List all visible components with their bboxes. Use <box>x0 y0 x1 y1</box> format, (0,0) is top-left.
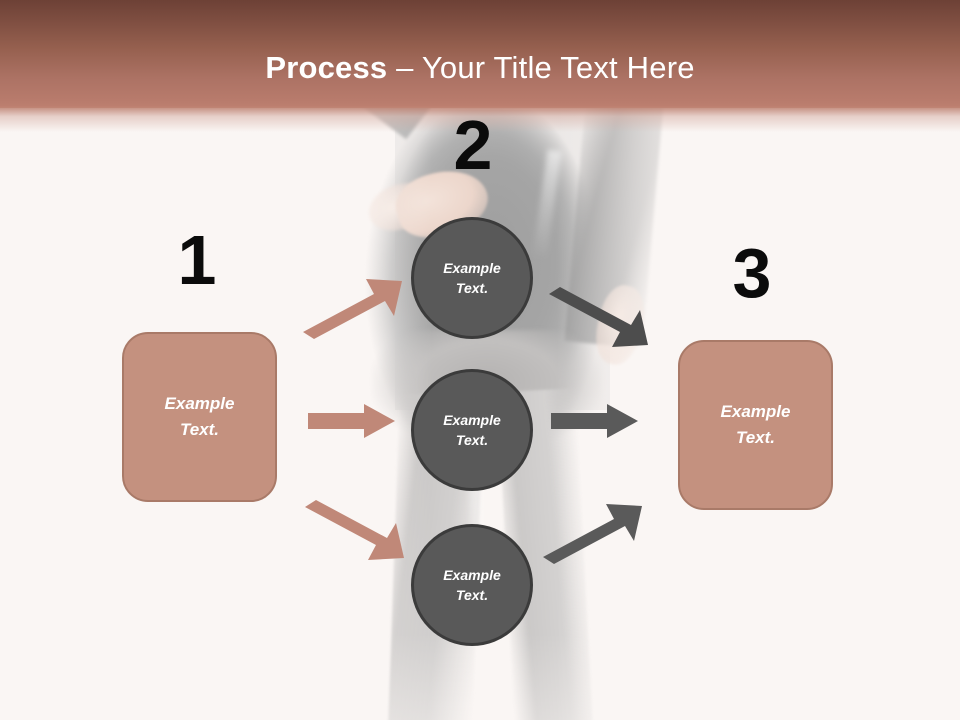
page-title-rest: – Your Title Text Here <box>387 50 695 85</box>
step-number-2: 2 <box>453 106 493 184</box>
step-circle-top[interactable]: Example Text. <box>411 217 533 339</box>
step-box-right-label: Example Text. <box>720 402 791 447</box>
page-title-strong: Process <box>265 50 388 85</box>
arrow-box-to-circle-bottom <box>305 500 404 560</box>
arrow-circle-top-to-box <box>549 287 648 347</box>
arrow-circle-bottom-to-box <box>543 504 642 564</box>
step-number-3: 3 <box>732 234 772 312</box>
title-bar-fade <box>0 106 960 132</box>
arrow-circle-middle-to-box <box>551 404 638 438</box>
title-bar <box>0 0 960 108</box>
step-box-left-label: Example Text. <box>164 394 235 439</box>
page-title: Process – Your Title Text Here <box>0 49 960 87</box>
step-circle-middle-label: Example Text. <box>443 412 501 448</box>
step-circle-top-label: Example Text. <box>443 260 501 296</box>
step-box-right[interactable]: Example Text. <box>678 340 833 510</box>
arrow-box-to-circle-middle <box>308 404 395 438</box>
step-circle-middle[interactable]: Example Text. <box>411 369 533 491</box>
step-circle-bottom-label: Example Text. <box>443 567 501 603</box>
step-box-left[interactable]: Example Text. <box>122 332 277 502</box>
step-circle-bottom[interactable]: Example Text. <box>411 524 533 646</box>
step-number-1: 1 <box>177 221 217 299</box>
arrow-box-to-circle-top <box>303 279 402 339</box>
